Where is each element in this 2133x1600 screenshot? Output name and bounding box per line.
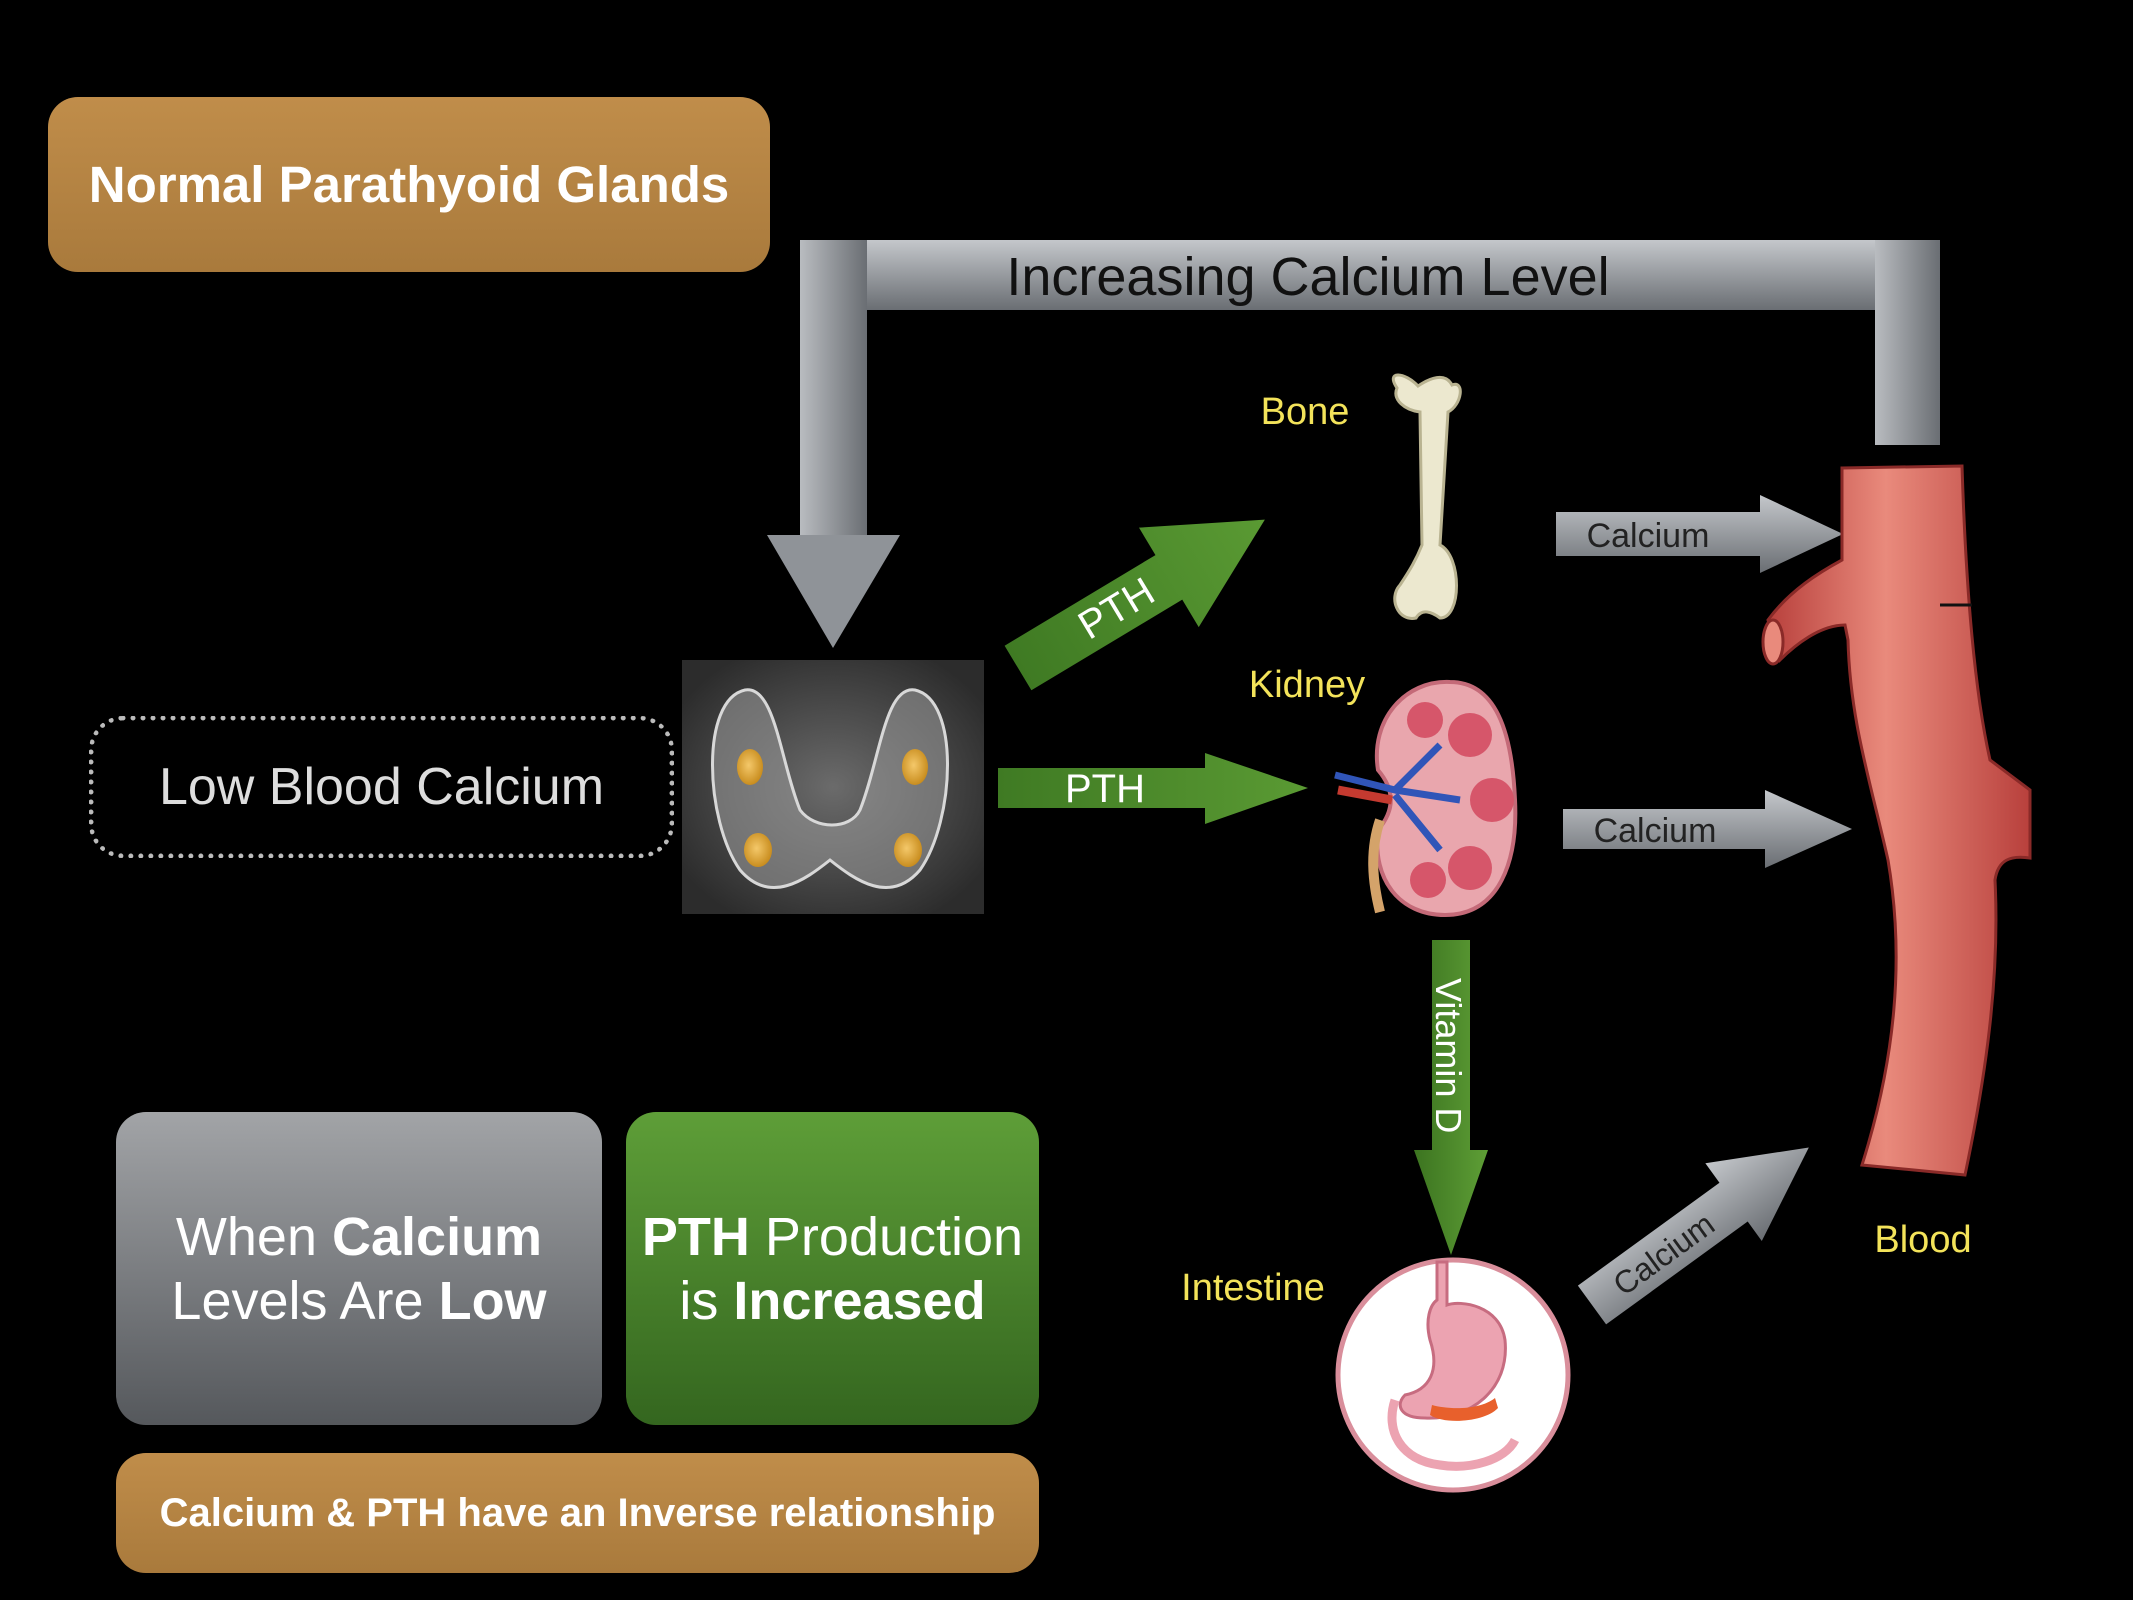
result-box: PTH Production is Increased bbox=[626, 1112, 1039, 1425]
kidney-label: Kidney bbox=[1249, 664, 1365, 706]
intestine-calcium-arrow: Calcium bbox=[1577, 1147, 1809, 1325]
bone-label: Bone bbox=[1261, 391, 1350, 433]
parathyroid-gland-icon bbox=[737, 749, 763, 785]
kidney-icon bbox=[1334, 679, 1518, 918]
condition-line-1: When Calcium bbox=[116, 1205, 602, 1269]
result-increased-text: Increased bbox=[733, 1270, 986, 1331]
bone-calcium-label: Calcium bbox=[1587, 517, 1710, 555]
vitamin-d-arrow: Vitamin D bbox=[1414, 940, 1488, 1255]
pth-to-kidney-label: PTH bbox=[1065, 767, 1145, 811]
bone-icon bbox=[1391, 373, 1462, 620]
kidney-calcium-arrow: Calcium bbox=[1563, 790, 1852, 868]
condition-line-2: Levels Are Low bbox=[116, 1269, 602, 1333]
condition-when-text: When bbox=[175, 1206, 332, 1267]
feedback-arrow-label: Increasing Calcium Level bbox=[1006, 247, 1609, 307]
parathyroid-gland-icon bbox=[894, 833, 922, 867]
title-box: Normal Parathyoid Glands bbox=[48, 97, 770, 272]
bone-calcium-arrow: Calcium bbox=[1556, 495, 1843, 573]
intestine-label: Intestine bbox=[1181, 1267, 1325, 1309]
condition-levels-text: Levels Are bbox=[171, 1270, 439, 1331]
inverse-relationship-box: Calcium & PTH have an Inverse relationsh… bbox=[116, 1453, 1039, 1573]
condition-calcium-text: Calcium bbox=[332, 1206, 543, 1267]
result-is-text: is bbox=[679, 1270, 734, 1331]
low-blood-calcium-label: Low Blood Calcium bbox=[158, 758, 605, 816]
inverse-relationship-label: Calcium & PTH have an Inverse relationsh… bbox=[159, 1490, 996, 1535]
result-line-2: is Increased bbox=[626, 1269, 1039, 1333]
result-line-1: PTH Production bbox=[626, 1205, 1039, 1269]
parathyroid-gland-icon bbox=[902, 749, 928, 785]
result-production-text: Production bbox=[749, 1206, 1024, 1267]
feedback-arrow bbox=[767, 240, 1940, 648]
parathyroid-gland-icon bbox=[744, 833, 772, 867]
blood-vessel-icon bbox=[1761, 464, 2032, 1177]
pth-to-kidney-arrow: PTH bbox=[998, 753, 1308, 824]
low-blood-calcium-box: Low Blood Calcium bbox=[89, 716, 674, 858]
condition-low-text: Low bbox=[438, 1270, 547, 1331]
vitamin-d-label: Vitamin D bbox=[1428, 978, 1469, 1133]
blood-label: Blood bbox=[1874, 1219, 1971, 1261]
intestine-icon bbox=[1335, 1257, 1571, 1493]
page-title: Normal Parathyoid Glands bbox=[88, 156, 730, 213]
condition-box: When Calcium Levels Are Low bbox=[116, 1112, 602, 1425]
kidney-calcium-label: Calcium bbox=[1594, 812, 1717, 850]
result-pth-text: PTH bbox=[641, 1206, 750, 1267]
thyroid-parathyroid-image bbox=[682, 660, 984, 914]
